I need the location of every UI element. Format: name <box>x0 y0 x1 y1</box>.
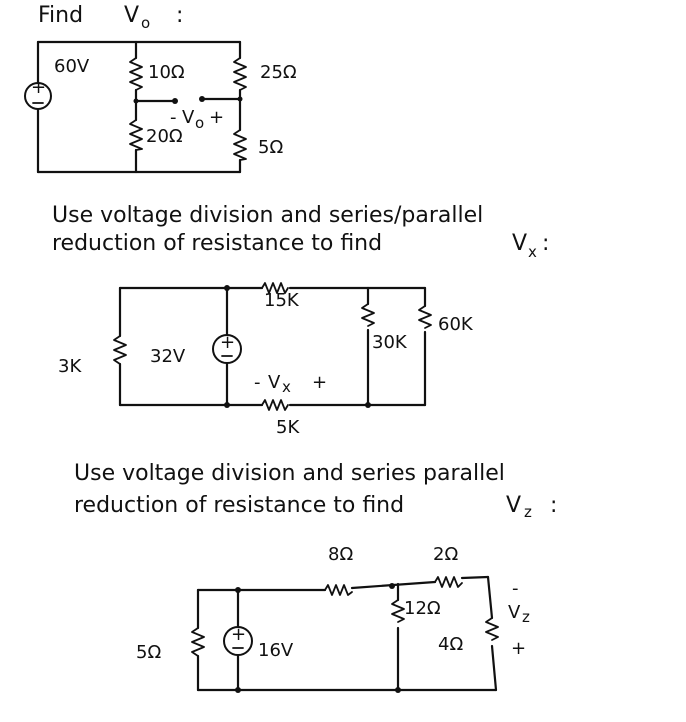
p1-vo-terminal-minus <box>172 98 178 104</box>
p3-node-bottom-right <box>395 687 401 693</box>
p2-target-sub: x <box>528 243 537 261</box>
problem-3: Use voltage division and series parallel… <box>74 461 557 693</box>
p3-instruction-line2: reduction of resistance to find <box>74 493 404 518</box>
p2-target-colon: : <box>542 231 549 256</box>
p2-resistor-15k-icon <box>261 282 289 294</box>
p3-target-var: V <box>506 493 521 518</box>
p3-resistor-4-icon <box>485 617 499 641</box>
p1-resistor-10-icon <box>129 57 143 91</box>
p3-r-right-label: 4Ω <box>438 634 463 655</box>
p3-wire-right-a <box>486 575 494 620</box>
p1-vo-terminal-plus <box>199 96 205 102</box>
p1-heading: Find <box>38 3 83 28</box>
p3-instruction-line1: Use voltage division and series parallel <box>74 461 505 486</box>
p2-r-right-label: 60K <box>438 314 474 335</box>
p1-vo-sub: o <box>195 114 204 132</box>
p2-source-label: 32V <box>150 346 186 367</box>
p2-vx-plus: + <box>312 372 327 393</box>
p3-wire-right-b <box>490 644 498 692</box>
p2-instruction-line1: Use voltage division and series/parallel <box>52 203 483 228</box>
problem-2: Use voltage division and series/parallel… <box>52 203 549 438</box>
p2-r-top-label: 15K <box>264 290 300 311</box>
p3-node-top-right <box>389 583 395 589</box>
p2-vx-sub: x <box>282 378 291 396</box>
p3-r-top2-label: 2Ω <box>433 544 458 565</box>
p1-heading-var: V <box>124 3 139 28</box>
p1-source-plus-sign: + <box>31 77 46 98</box>
p2-vx-label: V <box>268 372 281 393</box>
p3-r-left-label: 5Ω <box>136 642 161 663</box>
p3-node-top <box>235 587 241 593</box>
p2-r-left-label: 3K <box>58 356 82 377</box>
p2-resistor-3k-icon <box>113 335 127 365</box>
p1-source-label: 60V <box>54 56 90 77</box>
p2-resistor-5k-icon <box>261 399 289 411</box>
p2-target-var: V <box>512 231 527 256</box>
p2-vx-minus: - <box>254 372 261 393</box>
p1-resistor-5-icon <box>233 129 247 161</box>
p1-r4-label: 5Ω <box>258 137 283 158</box>
p1-heading-colon: : <box>176 3 183 28</box>
p1-voltage-source-icon <box>24 82 52 110</box>
p3-source-label: 16V <box>258 640 294 661</box>
p2-resistor-60k-icon <box>418 305 432 329</box>
p3-vz-minus: - <box>512 578 519 599</box>
p1-resistor-20-icon <box>129 119 143 151</box>
p3-resistor-8-icon <box>324 584 353 596</box>
p3-resistor-5-icon <box>191 627 205 657</box>
p2-voltage-source-icon <box>212 334 242 364</box>
p2-node-top <box>224 285 230 291</box>
p1-vo-minus: - <box>170 107 177 128</box>
p2-node-bottom <box>224 402 230 408</box>
p1-r1-label: 10Ω <box>148 62 185 83</box>
p3-r-top1-label: 8Ω <box>328 544 353 565</box>
p2-r-mid-label: 30K <box>372 332 408 353</box>
p3-wire-top-right <box>460 575 490 580</box>
p3-vz-sub: z <box>522 608 530 626</box>
problem-1: Find V o : + 60V 10Ω 25Ω 20Ω <box>24 3 297 174</box>
p2-node-bottom-right <box>365 402 371 408</box>
p3-resistor-12-icon <box>391 599 405 623</box>
p3-node-bottom <box>235 687 241 693</box>
p1-vo-label: V <box>182 107 195 128</box>
p3-r-mid-label: 12Ω <box>404 598 441 619</box>
p2-instruction-line2: reduction of resistance to find <box>52 231 382 256</box>
p1-node-right <box>237 96 243 102</box>
p3-voltage-source-icon <box>223 626 253 656</box>
p1-heading-sub: o <box>141 14 150 32</box>
p2-source-plus-sign: + <box>220 332 235 353</box>
p3-source-plus-sign: + <box>231 624 246 645</box>
p3-vz-plus: + <box>511 638 526 659</box>
p1-vo-plus: + <box>209 107 224 128</box>
p1-node-left <box>133 98 139 104</box>
p1-resistor-25-icon <box>233 57 247 91</box>
p2-r-bottom-label: 5K <box>276 417 300 438</box>
p3-target-colon: : <box>550 493 557 518</box>
p3-target-sub: z <box>524 503 532 521</box>
p3-vz-label: V <box>508 602 521 623</box>
p1-r2-label: 25Ω <box>260 62 297 83</box>
p2-resistor-30k-icon <box>361 303 375 327</box>
p1-r3-label: 20Ω <box>146 126 183 147</box>
p3-resistor-2-icon <box>434 576 463 588</box>
